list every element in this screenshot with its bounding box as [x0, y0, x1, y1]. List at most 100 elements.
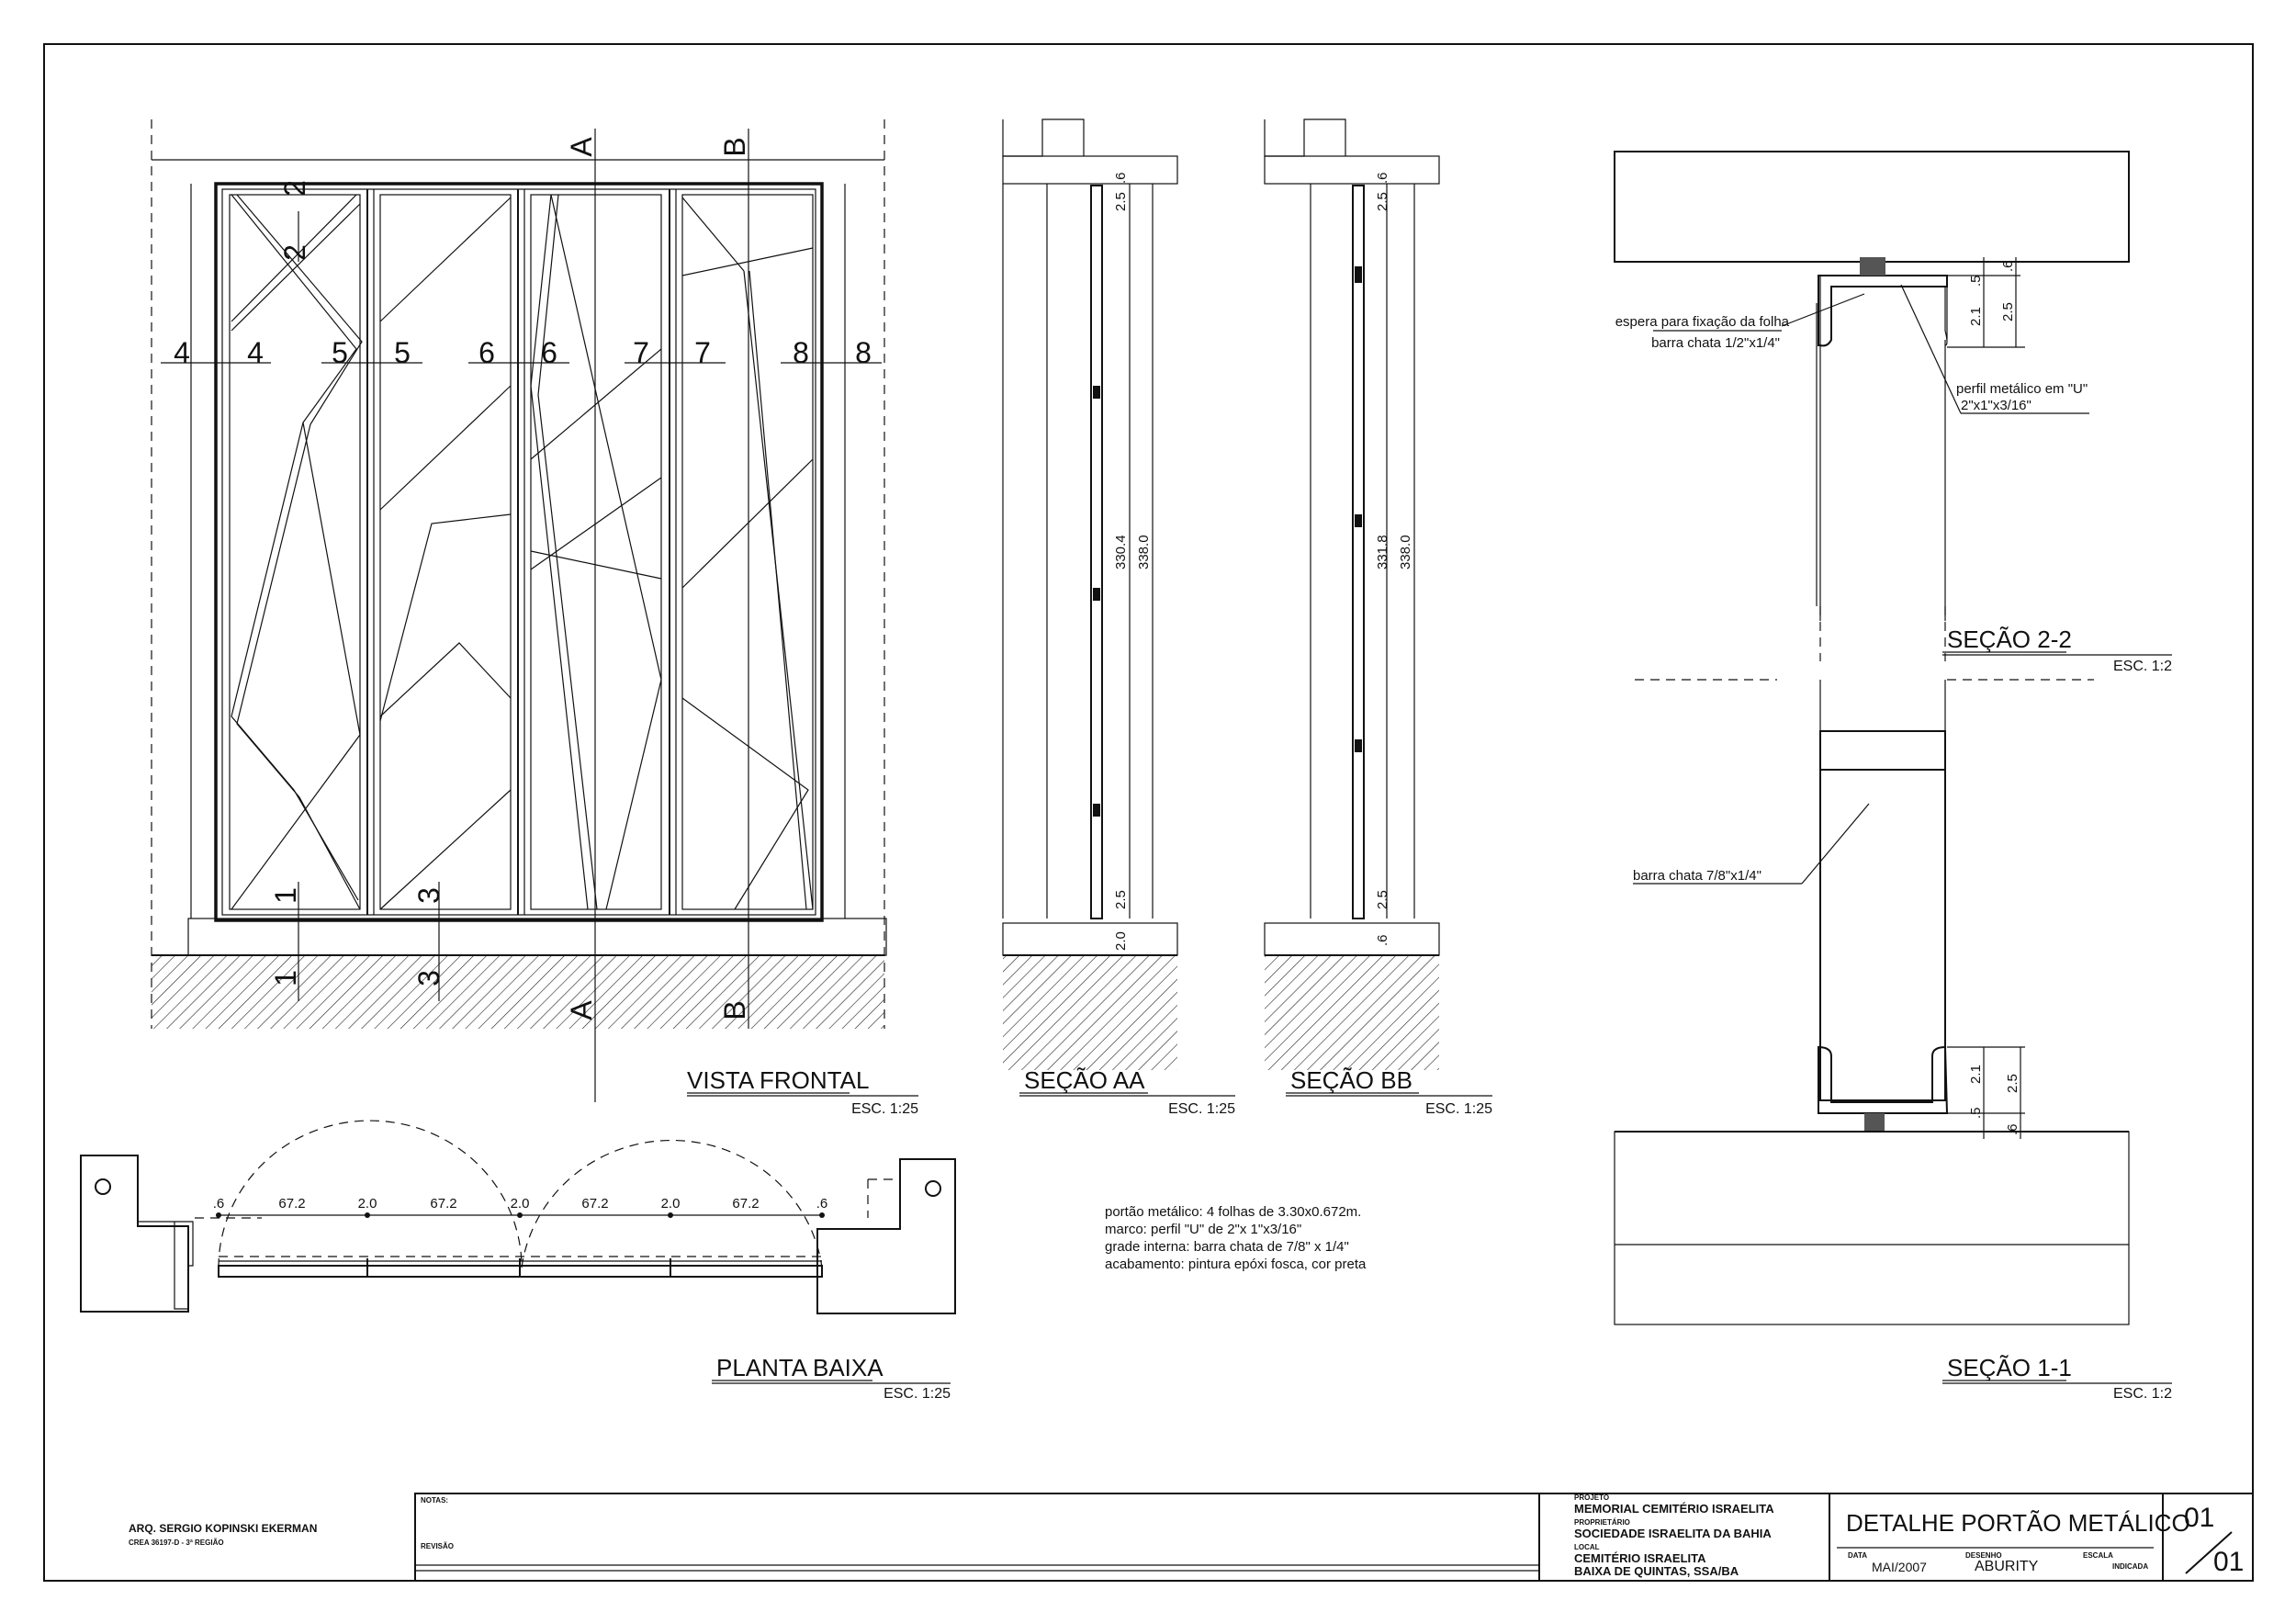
bb-dim-top2: .6 — [1375, 172, 1390, 184]
s11-dim-c: 2.5 — [2005, 1074, 2020, 1093]
s22-label-right-2: 2"x1"x3/16" — [1961, 398, 2032, 413]
title-block: ARQ. SERGIO KOPINSKI EKERMAN CREA 36197-… — [129, 1493, 2254, 1582]
plan-dim-8: .6 — [816, 1196, 828, 1212]
note-line-3: grade interna: barra chata de 7/8" x 1/4… — [1105, 1239, 1349, 1255]
bb-dim-top: 2.5 — [1375, 192, 1390, 211]
revisao-label: REVISÃO — [421, 1542, 454, 1550]
s22-dim-a: .5 — [1968, 275, 1984, 287]
section-1-1: 2.1 .5 2.5 .6 barra chata 7/8"x1/4" SEÇÃ… — [1614, 680, 2172, 1402]
cut-label-5-right: 5 — [394, 336, 411, 369]
aa-dim-top: 2.5 — [1113, 192, 1129, 211]
plan-dim-5: 67.2 — [581, 1196, 608, 1212]
section-bb-title: SEÇÃO BB — [1290, 1066, 1412, 1094]
note-line-1: portão metálico: 4 folhas de 3.30x0.672m… — [1105, 1204, 1361, 1220]
cut-label-4-right: 4 — [247, 336, 264, 369]
architect-crea: CREA 36197-D - 3ª REGIÃO — [129, 1538, 224, 1547]
escala-label: ESCALA — [2083, 1551, 2113, 1560]
local-value-2: BAIXA DE QUINTAS, SSA/BA — [1574, 1564, 1739, 1578]
plan-view-title: PLANTA BAIXA — [716, 1354, 884, 1381]
cut-label-6-right: 6 — [541, 336, 557, 369]
local-value-1: CEMITÉRIO ISRAELITA — [1574, 1551, 1706, 1565]
drawing-title: DETALHE PORTÃO METÁLICO — [1846, 1509, 2190, 1537]
bb-dim-inner: 331.8 — [1375, 535, 1390, 569]
plan-dim-2: 2.0 — [358, 1196, 377, 1212]
cut-label-7-left: 7 — [633, 336, 649, 369]
cut-label-2-top: 2 — [278, 180, 311, 197]
cut-label-7-right: 7 — [694, 336, 711, 369]
sheet-border — [43, 43, 2254, 1582]
data-label: DATA — [1848, 1551, 1867, 1560]
notes-label: NOTAS: — [421, 1496, 448, 1505]
bb-dim-bot: 2.5 — [1375, 890, 1390, 909]
proprietario-label: PROPRIETÁRIO — [1574, 1518, 1630, 1527]
data-value: MAI/2007 — [1872, 1560, 1927, 1574]
section-bb: 2.5 .6 331.8 338.0 2.5 .6 SEÇÃO BB ESC. … — [1264, 118, 1492, 1117]
architect-name: ARQ. SERGIO KOPINSKI EKERMAN — [129, 1522, 317, 1535]
cut-label-8-left: 8 — [793, 336, 809, 369]
note-line-2: marco: perfil "U" de 2"x 1"x3/16" — [1105, 1222, 1301, 1237]
s22-label-right-1: perfil metálico em "U" — [1956, 381, 2088, 397]
cut-label-4-left: 4 — [174, 336, 190, 369]
bb-dim-bot2: .6 — [1375, 934, 1390, 946]
section-1-1-title: SEÇÃO 1-1 — [1947, 1354, 2072, 1381]
cut-label-1-top: 1 — [269, 887, 302, 904]
front-view: 4 4 5 5 6 6 7 7 8 8 2 2 1 1 3 3 A A B B … — [151, 119, 918, 1117]
plan-dim-0: .6 — [213, 1196, 225, 1212]
cut-label-1-bottom: 1 — [269, 970, 302, 986]
aa-dim-total: 338.0 — [1136, 535, 1152, 569]
section-2-2-scale: ESC. 1:2 — [2113, 659, 2172, 674]
cut-label-5-left: 5 — [332, 336, 348, 369]
s22-dim-c: .6 — [2000, 260, 2016, 272]
grille-bars — [231, 194, 814, 910]
section-aa-scale: ESC. 1:25 — [1168, 1101, 1235, 1117]
section-aa-title: SEÇÃO AA — [1024, 1066, 1145, 1094]
escala-value: INDICADA — [2112, 1562, 2148, 1571]
section-bb-scale: ESC. 1:25 — [1425, 1101, 1492, 1117]
section-1-1-scale: ESC. 1:2 — [2113, 1386, 2172, 1402]
note-line-4: acabamento: pintura epóxi fosca, cor pre… — [1105, 1257, 1367, 1272]
front-view-scale: ESC. 1:25 — [851, 1101, 918, 1117]
bb-dim-total: 338.0 — [1398, 535, 1413, 569]
s11-label: barra chata 7/8"x1/4" — [1633, 868, 1761, 884]
cut-label-a-bottom: A — [565, 1000, 598, 1020]
cut-label-b-top: B — [718, 137, 751, 156]
plan-dim-6: 2.0 — [661, 1196, 681, 1212]
s22-dim-b: 2.1 — [1968, 307, 1984, 326]
cut-label-a-top: A — [565, 137, 598, 157]
aa-dim-inner: 330.4 — [1113, 535, 1129, 569]
proprietario-value: SOCIEDADE ISRAELITA DA BAHIA — [1574, 1527, 1772, 1540]
section-2-2-title: SEÇÃO 2-2 — [1947, 626, 2072, 653]
aa-dim-bot: 2.5 — [1113, 890, 1129, 909]
s11-dim-b: .5 — [1968, 1107, 1984, 1119]
cut-label-6-left: 6 — [478, 336, 495, 369]
s11-dim-d: .6 — [2005, 1123, 2020, 1135]
desenho-label: DESENHO — [1965, 1551, 2002, 1560]
front-view-title: VISTA FRONTAL — [687, 1066, 869, 1094]
section-2-2: .5 2.1 .6 2.5 espera para fixação da fol… — [1614, 151, 2172, 681]
projeto-label: PROJETO — [1574, 1493, 1609, 1502]
aa-dim-top2: .6 — [1113, 172, 1129, 184]
section-aa: 2.5 .6 330.4 338.0 2.5 2.0 SEÇÃO AA ESC.… — [1002, 118, 1235, 1117]
plan-dim-4: 2.0 — [511, 1196, 530, 1212]
cut-label-8-right: 8 — [855, 336, 872, 369]
s22-dim-d: 2.5 — [2000, 302, 2016, 321]
plan-dim-7: 67.2 — [732, 1196, 759, 1212]
desenho-value: ABURITY — [1975, 1559, 2039, 1574]
cut-label-2-bottom: 2 — [278, 244, 311, 261]
s11-dim-a: 2.1 — [1968, 1065, 1984, 1084]
plan-view-scale: ESC. 1:25 — [884, 1386, 951, 1402]
cut-label-3-top: 3 — [412, 887, 445, 904]
local-label: LOCAL — [1574, 1543, 1600, 1551]
s22-label-left-2: barra chata 1/2"x1/4" — [1651, 335, 1780, 351]
projeto-value: MEMORIAL CEMITÉRIO ISRAELITA — [1574, 1502, 1774, 1516]
general-notes: portão metálico: 4 folhas de 3.30x0.672m… — [1105, 1204, 1367, 1272]
sheet-total: 01 — [2213, 1547, 2244, 1577]
sheet-number: 01 — [2184, 1503, 2214, 1533]
plan-dim-3: 67.2 — [430, 1196, 456, 1212]
cut-label-b-bottom: B — [718, 1000, 751, 1020]
cut-label-3-bottom: 3 — [412, 970, 445, 986]
plan-view: .6 67.2 2.0 67.2 2.0 67.2 2.0 67.2 .6 PL… — [80, 1120, 956, 1402]
s22-label-left-1: espera para fixação da folha — [1615, 314, 1790, 330]
aa-dim-bot2: 2.0 — [1113, 931, 1129, 951]
